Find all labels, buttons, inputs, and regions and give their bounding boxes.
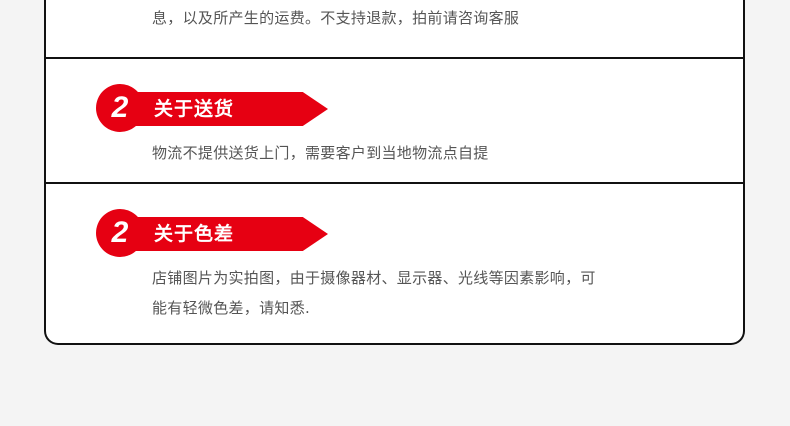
notice-card: 息，以及所产生的运费。不支持退款，拍前请咨询客服 2 关于送货 物流不提供送货上… xyxy=(44,0,745,345)
section-divider xyxy=(46,57,743,59)
ribbon-arrow-shape xyxy=(118,217,328,251)
number-circle xyxy=(96,84,144,132)
section-text-delivery: 物流不提供送货上门，需要客户到当地物流点自提 xyxy=(152,144,489,162)
section-text-returns: 息，以及所产生的运费。不支持退款，拍前请咨询客服 xyxy=(152,9,520,27)
section-number: 2 xyxy=(111,91,129,124)
section-title-color-difference: 关于色差 xyxy=(154,223,235,245)
section-text-color-difference-line2: 能有轻微色差，请知悉. xyxy=(152,299,311,317)
section-divider xyxy=(46,182,743,184)
section-number: 2 xyxy=(111,216,129,249)
section-title-delivery: 关于送货 xyxy=(154,98,235,120)
section-text-color-difference-line1: 店铺图片为实拍图，由于摄像器材、显示器、光线等因素影响，可 xyxy=(152,269,596,287)
ribbon-arrow-shape xyxy=(118,92,328,126)
section-badge-delivery: 2 关于送货 xyxy=(96,84,336,132)
section-badge-color-difference: 2 关于色差 xyxy=(96,209,336,257)
number-circle xyxy=(96,209,144,257)
